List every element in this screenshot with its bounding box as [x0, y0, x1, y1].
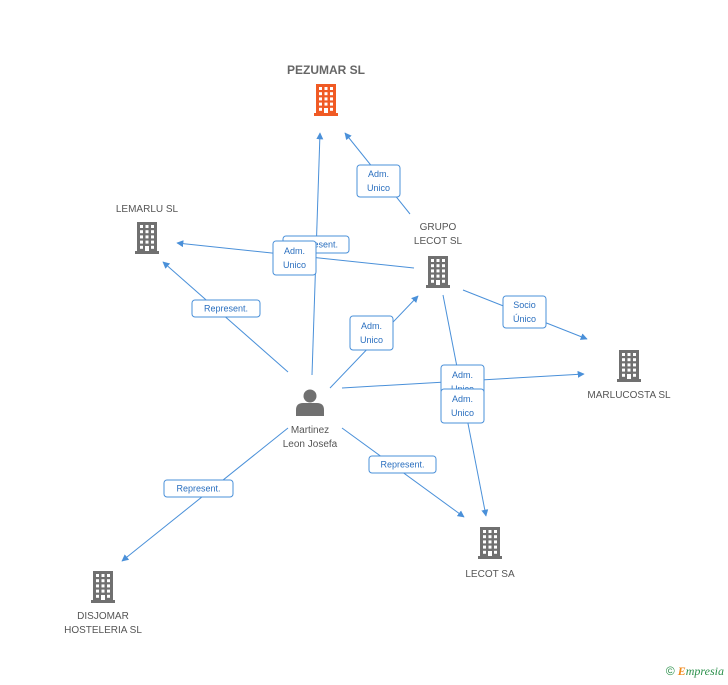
edge-label-text: Unico — [451, 408, 474, 418]
node-marlucosta[interactable]: MARLUCOSTA SL — [587, 350, 671, 401]
edge-label-text: Adm. — [361, 321, 382, 331]
edge-label-text: Adm. — [368, 169, 389, 179]
edge-label-text: Único — [513, 314, 536, 324]
edge-label-grupo_lecot-to-lemarlu[interactable]: Adm. Unico — [272, 240, 317, 276]
building-icon — [135, 222, 159, 254]
empresia-brand: ©Empresia — [666, 664, 724, 679]
node-label: HOSTELERIA SL — [64, 625, 142, 636]
node-lemarlu[interactable]: LEMARLU SL — [116, 204, 179, 254]
edge-label-box — [272, 240, 317, 276]
edge-label-martinez-to-disjomar[interactable]: Represent. — [163, 479, 234, 498]
node-grupo-lecot[interactable]: GRUPO LECOT SL — [414, 222, 463, 288]
node-label: Martinez — [291, 425, 329, 436]
edge-label-box — [440, 388, 485, 424]
edge-label-text: Unico — [367, 183, 390, 193]
node-label: PEZUMAR SL — [287, 63, 365, 77]
edge-label-text: Unico — [360, 335, 383, 345]
edge-label-box — [368, 455, 437, 474]
edge-label-grupo_lecot-to-lecot_sa[interactable]: Adm. Unico — [440, 388, 485, 424]
edge-label-box — [502, 295, 547, 329]
edge-label-text: Socio — [513, 300, 536, 310]
edge-label-text: Adm. — [452, 394, 473, 404]
edge-label-box — [163, 479, 234, 498]
node-lecot-sa[interactable]: LECOT SA — [465, 527, 515, 580]
building-icon — [617, 350, 641, 382]
node-label: LECOT SA — [465, 569, 515, 580]
node-disjomar[interactable]: DISJOMAR HOSTELERIA SL — [64, 571, 142, 636]
brand-initial: E — [677, 664, 686, 678]
building-icon — [314, 84, 338, 116]
node-label: DISJOMAR — [77, 611, 129, 622]
edge-label-martinez-to-lemarlu[interactable]: Represent. — [191, 299, 261, 318]
edge-label-box — [356, 164, 401, 198]
edge-label-text: Adm. — [284, 246, 305, 256]
edge-label-text: Represent. — [176, 484, 220, 494]
node-label: MARLUCOSTA SL — [587, 390, 671, 401]
node-label: Leon Josefa — [283, 439, 338, 450]
edge-label-grupo_lecot-to-pezumar[interactable]: Adm. Unico — [356, 164, 401, 198]
node-label: LECOT SL — [414, 236, 463, 247]
node-label: LEMARLU SL — [116, 204, 179, 215]
building-icon — [478, 527, 502, 559]
node-label: GRUPO — [420, 222, 457, 233]
edge-label-martinez-to-grupo_lecot[interactable]: Adm. Unico — [349, 315, 394, 351]
building-icon — [91, 571, 115, 603]
edge-label-box — [191, 299, 261, 318]
edge-label-text: Adm. — [452, 370, 473, 380]
edge-label-text: Represent. — [380, 460, 424, 470]
building-icon — [426, 256, 450, 288]
node-pezumar[interactable]: PEZUMAR SL — [287, 63, 365, 116]
edge-label-box — [349, 315, 394, 351]
edge-label-martinez-to-lecot_sa[interactable]: Represent. — [368, 455, 437, 474]
copyright-symbol: © — [665, 664, 675, 678]
edge-label-text: Unico — [283, 260, 306, 270]
person-icon — [296, 389, 324, 416]
edge-label-text: Represent. — [204, 304, 248, 314]
brand-name: mpresia — [685, 664, 724, 678]
